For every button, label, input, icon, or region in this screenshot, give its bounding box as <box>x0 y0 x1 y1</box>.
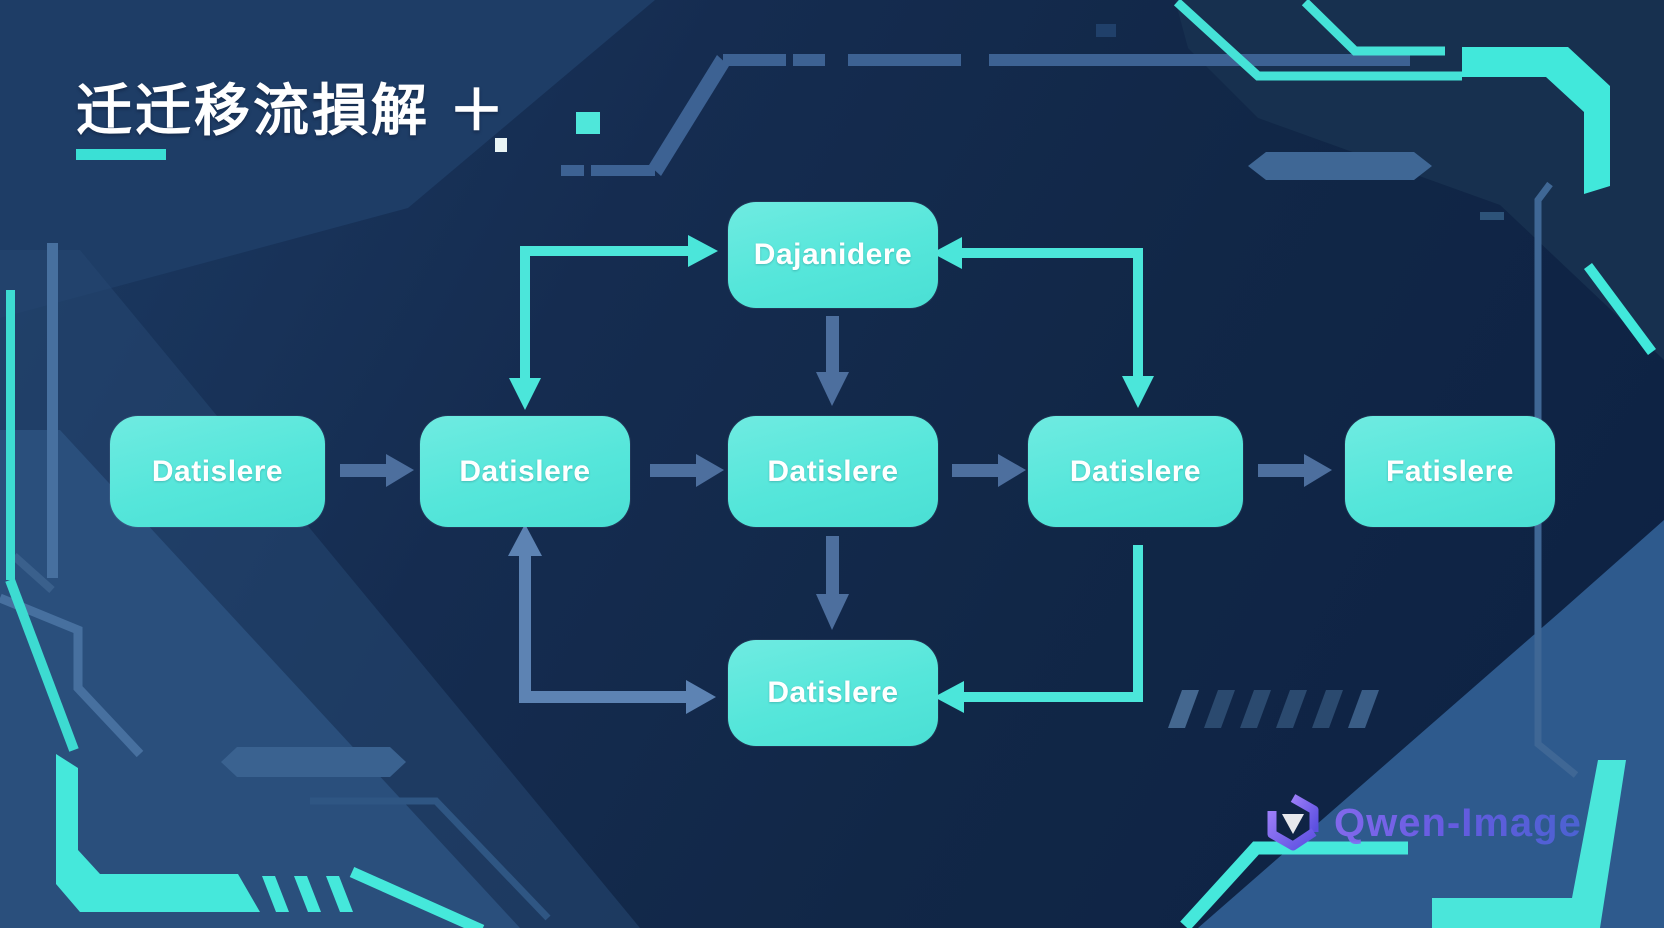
arrow-shaft <box>1258 464 1306 477</box>
hazard-stripe <box>1276 690 1307 728</box>
page-title: 迁迁移流損解 ＋ <box>76 79 508 142</box>
left-bend-trace <box>0 593 144 758</box>
circuit-diagonal <box>649 55 729 176</box>
arrow-shaft <box>826 536 839 596</box>
slab-top-right <box>1175 0 1664 360</box>
left-cyan-diagonal <box>5 578 79 752</box>
arrow-shaft <box>952 464 1000 477</box>
blue-pill-top-right <box>1248 152 1432 180</box>
circuit-segment <box>591 165 655 176</box>
cyan-corner-bracket <box>1462 47 1610 194</box>
cyan-tick <box>262 876 289 912</box>
flow-node-label: Datislere <box>767 676 899 709</box>
watermark: Qwen-Image <box>1262 792 1582 854</box>
hazard-stripe <box>1204 690 1235 728</box>
cyan-bottom-line <box>1180 841 1408 928</box>
hazard-stripe <box>1312 690 1343 728</box>
hazard-stripe <box>1240 690 1271 728</box>
arrow-head-left <box>934 681 964 713</box>
left-short-trace <box>11 553 55 593</box>
title-underline <box>76 149 166 160</box>
dark-square-accent <box>1096 24 1116 37</box>
circuit-segment <box>793 54 825 66</box>
arrow-head-up <box>508 524 542 556</box>
circuit-segment <box>723 54 786 66</box>
arrow-shaft <box>826 316 839 374</box>
flow-node-4: Datislere <box>1028 416 1243 527</box>
steel-elbow <box>508 524 716 714</box>
cyan-circuit-line <box>1173 0 1462 81</box>
thin-trace-bottom <box>310 797 551 921</box>
arrow-head-down <box>816 372 849 406</box>
left-vertical-trace <box>47 243 58 578</box>
elbow-shaft <box>519 552 688 703</box>
cyan-square-accent <box>576 112 600 134</box>
cyan-tick <box>294 876 321 912</box>
arrow-head-right <box>1304 454 1332 487</box>
flow-node-label: Dajanidere <box>753 238 913 271</box>
slab-bottom-left-band <box>0 250 640 928</box>
arrow-shaft <box>650 464 698 477</box>
arrow-head-right <box>386 454 414 487</box>
arrow-head-right <box>686 680 716 714</box>
hazard-stripe <box>1348 690 1379 728</box>
elbow-shaft <box>520 246 690 380</box>
arrow-head-right <box>696 454 724 487</box>
qwen-logo-icon <box>1267 794 1319 851</box>
flow-node-3: Datislere <box>728 416 938 527</box>
circuit-segment <box>989 54 1410 66</box>
arrow-head-right <box>998 454 1026 487</box>
hazard-stripe <box>1168 690 1199 728</box>
elbow-shaft <box>960 248 1143 378</box>
small-bar-accent <box>1480 212 1504 220</box>
cyan-tick <box>326 876 353 912</box>
flow-node-2: Datislere <box>420 416 630 527</box>
arrow-shaft <box>340 464 388 477</box>
cyan-corner-bracket-bottom-left <box>56 754 260 912</box>
arrow-head-down <box>816 594 849 630</box>
left-cyan-line <box>6 290 15 580</box>
flow-node-label: Datislere <box>767 454 899 488</box>
arrow-head-down <box>509 378 541 410</box>
arrow-head-right <box>688 235 718 267</box>
flow-node-bottom: Datislere <box>728 640 938 746</box>
flow-node-top: Dajanidere <box>728 202 938 308</box>
slab-bottom-right <box>1198 520 1664 928</box>
flow-node-5: Fatislere <box>1345 416 1555 527</box>
elbow-shaft <box>962 545 1143 702</box>
flow-node-label: Datislere <box>151 454 284 488</box>
flow-node-label: Fatislere <box>1386 454 1514 488</box>
arrow-head-down <box>1122 376 1154 408</box>
watermark-text: Qwen-Image <box>1334 800 1582 845</box>
cyan-diagonal <box>1583 263 1657 355</box>
cyan-long-diagonal <box>349 866 485 928</box>
cyan-circuit-line <box>1301 0 1445 56</box>
circuit-segment <box>561 165 584 176</box>
circuit-segment <box>848 54 961 66</box>
flow-node-1: Datislere <box>110 416 325 527</box>
flow-node-label: Datislere <box>459 454 591 488</box>
blue-pill-bottom-left <box>221 747 406 777</box>
flow-node-label: Datislere <box>1069 454 1202 488</box>
